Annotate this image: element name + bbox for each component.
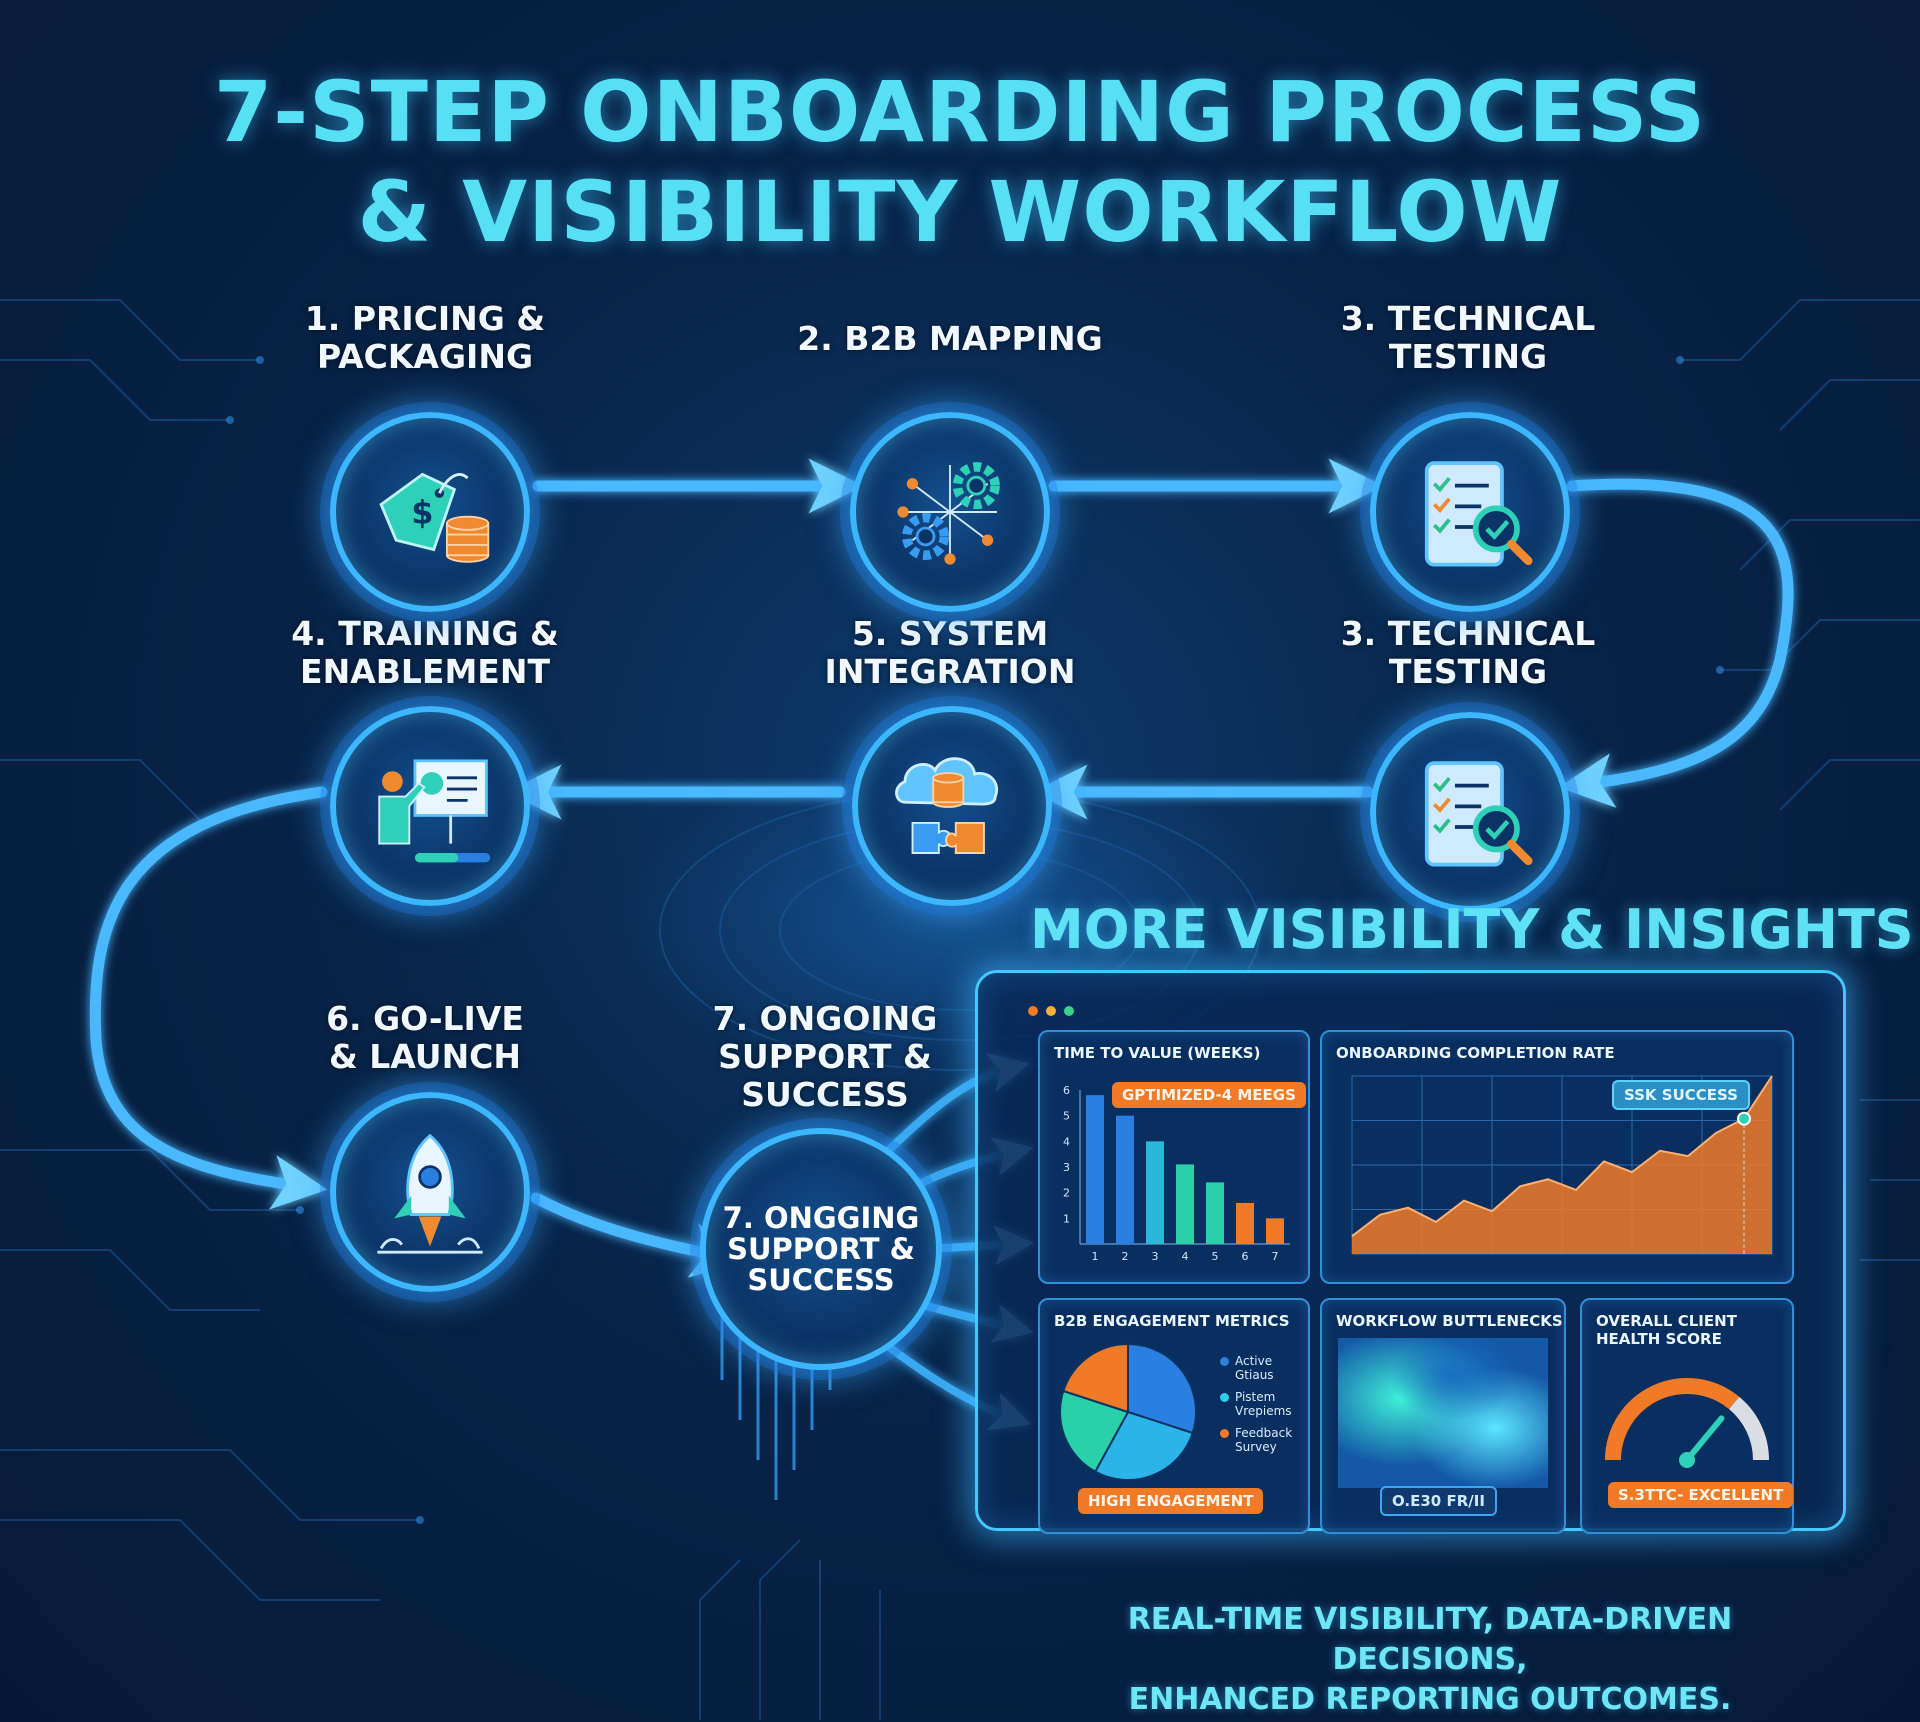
step-label-pricing: 1. PRICING & PACKAGING	[304, 299, 546, 376]
arrow-6-to-7	[530, 1192, 747, 1278]
completion-line	[1351, 1075, 1773, 1237]
hub-node-ongoing-support[interactable]: 7. ONGGING SUPPORT & SUCCESS	[700, 1128, 942, 1370]
engagement-title: B2B ENGAGEMENT METRICS	[1054, 1312, 1290, 1330]
step-label-b2b-mapping: 2. B2B MAPPING	[797, 319, 1103, 358]
completion-rate-tag: SSK SUCCESS	[1612, 1080, 1750, 1110]
engagement-pie-chart	[1059, 1342, 1197, 1481]
y-tick-label: 3	[1063, 1161, 1070, 1174]
completion-rate-chart	[1351, 1075, 1773, 1255]
x-tick-label: 3	[1152, 1250, 1159, 1263]
y-tick-label: 2	[1063, 1187, 1070, 1200]
health-title: OVERALL CLIENT HEALTH SCORE	[1596, 1312, 1737, 1348]
pie-slice-3	[1062, 1342, 1129, 1414]
marker-dot	[1737, 1111, 1751, 1126]
main-title-line2: & VISIBILITY WORKFLOW	[357, 163, 1563, 261]
x-tick-label: 5	[1212, 1250, 1219, 1263]
cloud-database-puzzle-icon	[895, 757, 998, 854]
checklist-magnifier-icon	[1424, 461, 1533, 567]
step-label-training: 4. TRAINING & ENABLEMENT	[291, 614, 559, 691]
bottlenecks-heatmap	[1338, 1338, 1548, 1488]
health-gauge	[1605, 1378, 1769, 1468]
x-tick-label: 2	[1122, 1250, 1129, 1263]
health-tag: S.3TTC- EXCELLENT	[1608, 1482, 1794, 1508]
y-tick-label: 5	[1063, 1110, 1070, 1123]
bar-1	[1086, 1095, 1104, 1244]
window-dot-green	[1064, 1006, 1074, 1016]
rocket-icon	[377, 1133, 483, 1254]
bar-3	[1146, 1141, 1164, 1244]
dashboard-heading: MORE VISIBILITY & INSIGHTS	[1030, 898, 1914, 961]
panel-completion-rate[interactable]: ONBOARDING COMPLETION RATE SSK SUCCESS	[1320, 1030, 1794, 1284]
step-label-system-integration: 5. SYSTEM INTEGRATION	[824, 614, 1076, 691]
x-tick-label: 1	[1092, 1250, 1099, 1263]
bottlenecks-title: WORKFLOW BUTTLENECKS	[1336, 1312, 1563, 1330]
step-node-b2b-mapping[interactable]	[850, 412, 1050, 612]
pie-slice-2	[1059, 1389, 1130, 1473]
footer-tagline: REAL-TIME VISIBILITY, DATA-DRIVEN DECISI…	[1127, 1602, 1733, 1717]
bar-6	[1236, 1202, 1254, 1244]
legend-swatch-pistem	[1220, 1393, 1229, 1402]
completion-area	[1352, 1076, 1772, 1254]
bottlenecks-tag: O.E30 FR/II	[1380, 1486, 1497, 1516]
step-node-technical-testing-right[interactable]	[1370, 712, 1570, 912]
arrow-4-to-6	[89, 786, 328, 1210]
x-tick-label: 7	[1272, 1250, 1279, 1263]
time-to-value-chart: 1 2 3 4 5 6 1 2 3 4 5 6 7	[1063, 1084, 1290, 1263]
panel-health-score[interactable]: OVERALL CLIENT HEALTH SCORE S.3TTC- EXCE…	[1580, 1298, 1794, 1534]
gauge-hub	[1679, 1452, 1695, 1468]
panel-engagement[interactable]: B2B ENGAGEMENT METRICS HIGH ENGAGEMENT	[1038, 1298, 1310, 1534]
legend-swatch-feedback	[1220, 1429, 1229, 1438]
y-tick-label: 1	[1063, 1212, 1070, 1225]
step-node-training[interactable]	[330, 706, 530, 906]
bar-5	[1206, 1182, 1224, 1244]
step-node-go-live[interactable]	[330, 1092, 530, 1292]
window-dots	[1028, 1006, 1074, 1016]
gauge-fill-arc	[1605, 1378, 1740, 1461]
time-to-value-tag: GPTIMIZED-4 MEEGS	[1112, 1082, 1306, 1108]
y-tick-label: 4	[1063, 1135, 1070, 1148]
gauge-needle	[1684, 1415, 1725, 1463]
engagement-tag: HIGH ENGAGEMENT	[1078, 1488, 1264, 1514]
svg-text:$: $	[411, 493, 433, 531]
gears-network-icon	[897, 462, 1000, 565]
step-label-ongoing-support: 7. ONGOING SUPPORT & SUCCESS	[712, 999, 938, 1114]
bar-4	[1176, 1164, 1194, 1244]
main-title-line1: 7-STEP ONBOARDING PROCESS	[213, 63, 1707, 161]
time-to-value-title: TIME TO VALUE (WEEKS)	[1054, 1044, 1261, 1062]
x-tick-label: 4	[1182, 1250, 1189, 1263]
completion-rate-title: ONBOARDING COMPLETION RATE	[1336, 1044, 1615, 1062]
bar-7	[1266, 1218, 1284, 1244]
step-node-technical-testing-top[interactable]	[1370, 412, 1570, 612]
step-label-technical-testing-right: 3. TECHNICAL TESTING	[1340, 614, 1596, 691]
main-title: 7-STEP ONBOARDING PROCESS & VISIBILITY W…	[0, 62, 1920, 262]
panel-time-to-value[interactable]: TIME TO VALUE (WEEKS) 1 2 3 4 5 6 1 2 3 4 5 6 7 GPTI…	[1038, 1030, 1310, 1284]
bar-2	[1116, 1115, 1134, 1244]
hub-label: 7. ONGGING SUPPORT & SUCCESS	[722, 1200, 920, 1297]
window-dot-yellow	[1046, 1006, 1056, 1016]
price-tag-coins-icon: $	[379, 472, 490, 563]
step-node-pricing[interactable]: $	[330, 412, 530, 612]
x-tick-label: 6	[1242, 1250, 1249, 1263]
step-label-go-live: 6. GO-LIVE & LAUNCH	[326, 999, 524, 1076]
legend-swatch-active	[1220, 1357, 1229, 1366]
panel-bottlenecks[interactable]: WORKFLOW BUTTLENECKS O.E30 FR/II	[1320, 1298, 1566, 1534]
arrow-3-to-3b	[1558, 478, 1794, 808]
checklist-magnifier-icon	[1424, 761, 1533, 867]
step-node-system-integration[interactable]	[852, 706, 1052, 906]
pie-slice-0	[1127, 1342, 1197, 1435]
presenter-board-icon	[378, 759, 491, 863]
step-label-technical-testing-top: 3. TECHNICAL TESTING	[1340, 299, 1596, 376]
gauge-rest-arc	[1728, 1396, 1769, 1461]
y-tick-label: 6	[1063, 1084, 1070, 1097]
window-dot-orange	[1028, 1006, 1038, 1016]
